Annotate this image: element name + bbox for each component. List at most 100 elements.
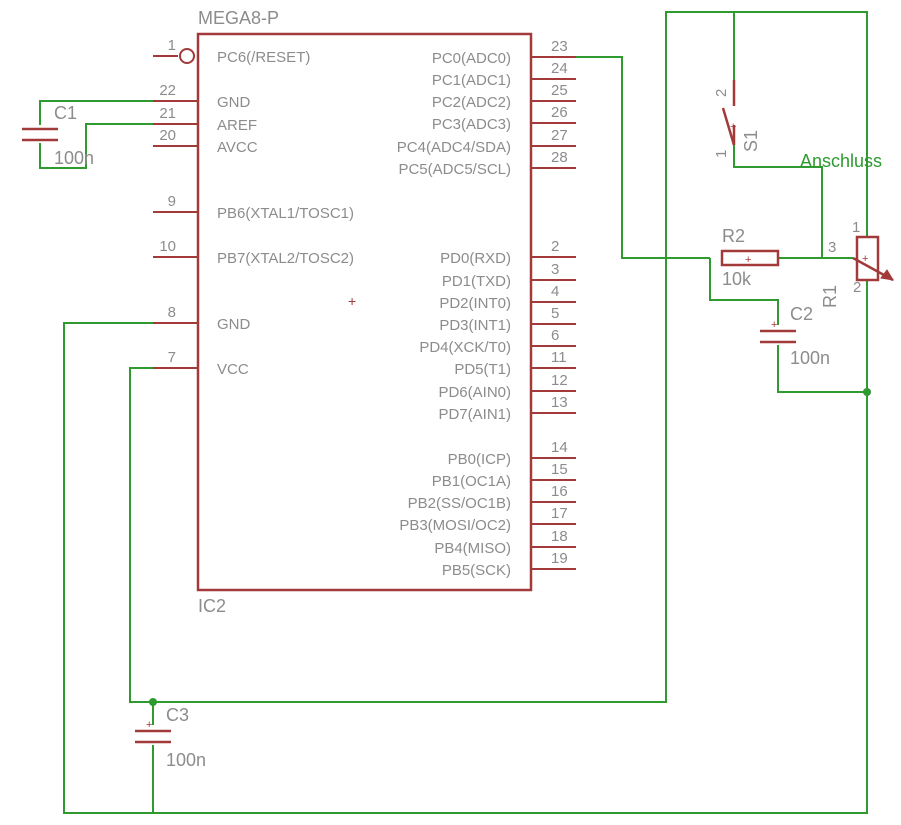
c1-name: C1 <box>54 103 77 123</box>
ic-body <box>196 32 533 592</box>
r1-pin2: 2 <box>853 279 861 296</box>
pin-name: PB7(XTAL2/TOSC2) <box>217 250 354 267</box>
r2-body <box>720 249 780 267</box>
junction-dot <box>863 388 871 396</box>
s1-pin2: 2 <box>713 89 730 97</box>
wire-vcc-rail <box>129 11 868 703</box>
pin-number: 18 <box>551 528 568 545</box>
c1-value: 100n <box>54 148 94 168</box>
pin-number: 15 <box>551 461 568 478</box>
pin-number: 7 <box>168 349 176 366</box>
pin-name: PC5(ADC5/SCL) <box>398 161 511 178</box>
wire-c1-top <box>39 100 153 125</box>
pin-number: 10 <box>159 238 176 255</box>
wire-s1-bottom <box>733 145 853 259</box>
pin-name: PC0(ADC0) <box>432 50 511 67</box>
origin-cross: + <box>348 293 356 309</box>
c2-polarity: + <box>771 319 777 331</box>
c2-value: 100n <box>790 348 830 368</box>
pin-number: 24 <box>551 60 568 77</box>
pin-name: PB1(OC1A) <box>432 473 511 490</box>
pin-number: 26 <box>551 104 568 121</box>
pin-number: 1 <box>168 37 176 54</box>
capacitor-c3: + C3 100n <box>135 705 206 770</box>
pin-number: 12 <box>551 372 568 389</box>
pin-number: 4 <box>551 283 559 300</box>
pin-name: PB3(MOSI/OC2) <box>399 517 511 534</box>
pin-number: 19 <box>551 550 568 567</box>
net-label-anschluss: Anschluss <box>800 151 882 171</box>
capacitor-c1: C1 100n <box>22 103 94 168</box>
pin-number: 3 <box>551 261 559 278</box>
pin-number: 20 <box>159 127 176 144</box>
pin-name: PB6(XTAL1/TOSC1) <box>217 205 354 222</box>
pin-name: PD3(INT1) <box>439 317 511 334</box>
r1-pin3: 3 <box>828 239 836 256</box>
pin-name: PC1(ADC1) <box>432 72 511 89</box>
pin-number: 11 <box>551 349 567 366</box>
pin-name: PB2(SS/OC1B) <box>408 495 511 512</box>
resistor-r2: + R2 10k <box>720 226 780 289</box>
pin-name: PD4(XCK/T0) <box>419 339 511 356</box>
r1-body <box>855 235 880 282</box>
pin-number: 17 <box>551 505 568 522</box>
s1-name: S1 <box>741 130 761 152</box>
pin-name: PD7(AIN1) <box>438 406 511 423</box>
wire-gnd-loop <box>63 322 868 814</box>
capacitor-c2: + C2 100n <box>760 304 830 368</box>
r1-arrow-icon <box>880 269 894 281</box>
ic-name: IC2 <box>198 596 226 616</box>
r1-mark: + <box>862 253 868 265</box>
c2-name: C2 <box>790 304 813 324</box>
pin-name: PB4(MISO) <box>434 540 511 557</box>
c3-value: 100n <box>166 750 206 770</box>
switch-s1: + 1 2 S1 <box>713 80 761 158</box>
pin-name: PD2(INT0) <box>439 295 511 312</box>
pin-name: PC2(ADC2) <box>432 94 511 111</box>
pin-number: 2 <box>551 238 559 255</box>
r2-name: R2 <box>722 226 745 246</box>
pin-name: PD0(RXD) <box>440 250 511 267</box>
pin-number: 23 <box>551 38 568 55</box>
wire-c2-top <box>709 258 779 325</box>
pin-name: PC6(/RESET) <box>217 49 310 66</box>
r1-name: R1 <box>820 285 840 308</box>
pin-name: GND <box>217 316 251 333</box>
pin-number: 6 <box>551 327 559 344</box>
pin-number: 8 <box>168 304 176 321</box>
c3-name: C3 <box>166 705 189 725</box>
s1-lever <box>721 107 736 146</box>
pin-number: 27 <box>551 127 568 144</box>
pin-name: PB0(ICP) <box>448 451 511 468</box>
pin-number: 5 <box>551 305 559 322</box>
pin-name: PD6(AIN0) <box>438 384 511 401</box>
pin-number: 16 <box>551 483 568 500</box>
s1-pin1: 1 <box>713 150 730 158</box>
pin-name: GND <box>217 94 251 111</box>
pin-name: PC3(ADC3) <box>432 116 511 133</box>
pin-name: VCC <box>217 361 249 378</box>
pin-number: 21 <box>159 105 176 122</box>
potentiometer-r1: + 1 2 3 R1 <box>820 219 894 308</box>
